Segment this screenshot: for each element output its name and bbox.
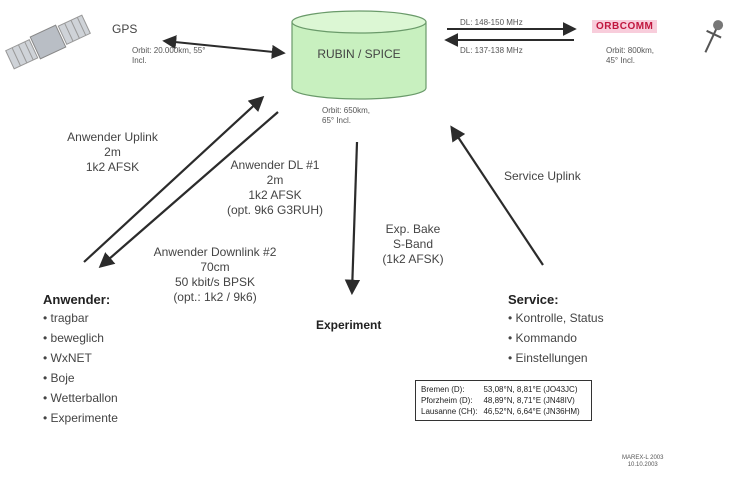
user-dl2-band: 70cm (200, 260, 230, 274)
dl-top-label: DL: 148-150 MHz (460, 18, 523, 27)
users-item-wetterballon: Wetterballon (43, 388, 118, 408)
user-dl1-option: (opt. 9k6 G3RUH) (226, 203, 324, 217)
dl-bottom-label: DL: 137-138 MHz (460, 46, 523, 55)
beacon-mode: (1k2 AFSK) (382, 252, 444, 266)
gps-link-arrow (162, 35, 286, 59)
user-dl2-label: Anwender Downlink #2 70cm 50 kbit/s BPSK… (140, 245, 290, 305)
center-orbit: Orbit: 650km, 65° Incl. (322, 106, 371, 125)
user-uplink-label: Anwender Uplink 2m 1k2 AFSK (45, 130, 180, 175)
gps-orbit: Orbit: 20.000km, 55° Incl. (132, 46, 206, 65)
user-uplink-band: 2m (104, 145, 121, 159)
experiment-label: Experiment (316, 318, 382, 332)
users-item-wxnet: WxNET (43, 348, 118, 368)
beacon-arrow (344, 141, 361, 296)
service-item-kontrolle: Kontrolle, Status (508, 308, 604, 328)
table-row: Lausanne (CH): 46,52°N, 6,64°E (JN36HM) (421, 406, 586, 417)
user-dl2-option: (opt.: 1k2 / 9k6) (173, 290, 257, 304)
station-name: Lausanne (CH): (421, 407, 478, 416)
service-uplink-label: Service Uplink (504, 169, 581, 183)
user-dl2-mode: 50 kbit/s BPSK (174, 275, 256, 289)
user-dl1-label: Anwender DL #1 2m 1k2 AFSK (opt. 9k6 G3R… (210, 158, 340, 218)
user-dl2-title: Anwender Downlink #2 (153, 245, 277, 259)
station-coords: 53,08°N, 8,81°E (JO43JC) (483, 385, 578, 394)
user-uplink-arrow (83, 95, 265, 263)
user-uplink-mode: 1k2 AFSK (85, 160, 140, 174)
gps-label: GPS (112, 22, 138, 36)
table-row: Pforzheim (D): 48,89°N, 8,71°E (JN48IV) (421, 395, 586, 406)
orbcomm-name: ORBCOMM (592, 20, 658, 33)
beacon-band: S-Band (392, 237, 434, 251)
user-uplink-title: Anwender Uplink (67, 130, 158, 144)
footer-note: MAREX-L 2003 10.10.2003 (622, 455, 663, 469)
users-title: Anwender: (43, 292, 111, 307)
station-name: Bremen (D): (421, 385, 465, 394)
gps-satellite-icon (5, 14, 91, 70)
users-block: Anwender: tragbar beweglich WxNET Boje W… (43, 292, 118, 428)
orbcomm-orbit: Orbit: 800km, 45° Incl. (606, 46, 655, 65)
users-item-tragbar: tragbar (43, 308, 118, 328)
service-title: Service: (508, 292, 559, 307)
table-row: Bremen (D): 53,08°N, 8,81°E (JO43JC) (421, 384, 586, 395)
service-item-einstellungen: Einstellungen (508, 348, 604, 368)
orbcomm-satellite-icon (704, 20, 724, 53)
ground-stations-table: Bremen (D): 53,08°N, 8,81°E (JO43JC) Pfo… (415, 380, 592, 421)
footer-line-1: MAREX-L 2003 (622, 455, 664, 461)
station-name: Pforzheim (D): (421, 396, 473, 405)
beacon-title: Exp. Bake (385, 222, 441, 236)
station-coords: 46,52°N, 6,64°E (JN36HM) (483, 407, 580, 416)
service-block: Service: Kontrolle, Status Kommando Eins… (508, 292, 604, 368)
user-dl1-title: Anwender DL #1 (230, 158, 320, 172)
beacon-label: Exp. Bake S-Band (1k2 AFSK) (368, 222, 458, 267)
rubin-spice-cylinder (291, 10, 427, 100)
users-item-beweglich: beweglich (43, 328, 118, 348)
station-coords: 48,89°N, 8,71°E (JN48IV) (483, 396, 575, 405)
service-item-kommando: Kommando (508, 328, 604, 348)
footer-line-2: 10.10.2003 (627, 462, 658, 468)
user-dl1-band: 2m (266, 173, 284, 187)
user-downlink-arrow (98, 111, 279, 269)
users-item-boje: Boje (43, 368, 118, 388)
users-item-experimente: Experimente (43, 408, 118, 428)
center-name: RUBIN / SPICE (317, 47, 401, 61)
user-dl1-mode: 1k2 AFSK (248, 188, 302, 202)
service-uplink-arrow (450, 125, 544, 266)
